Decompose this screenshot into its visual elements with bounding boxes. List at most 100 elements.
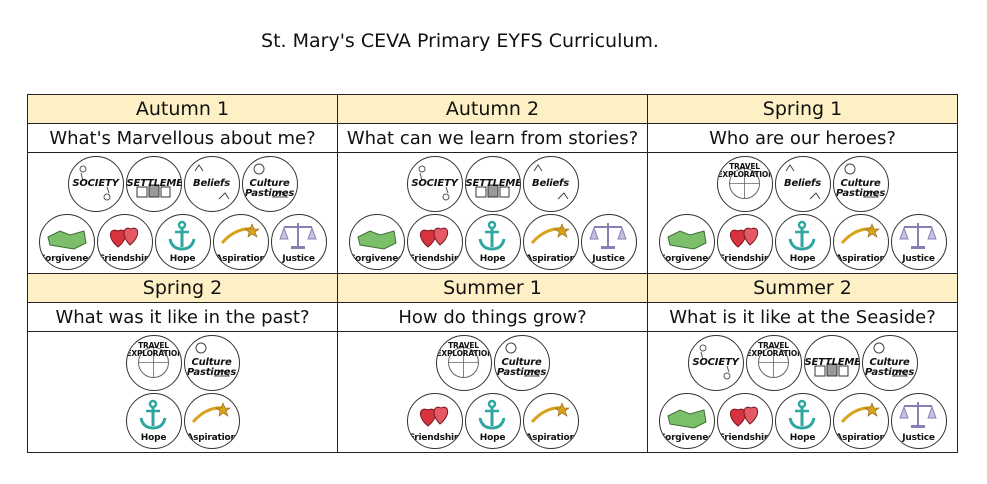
justice-label: Justice [282, 254, 315, 264]
friendship-icon: Friendship [96, 214, 153, 270]
friendship-label: Friendship [718, 433, 771, 443]
topic-row: What was it like in the past?How do thin… [27, 302, 958, 332]
forgiveness-icon: Forgiveness [348, 214, 405, 270]
justice-icon: Justice [890, 214, 947, 270]
hope-label: Hope [479, 433, 506, 443]
hope-icon: Hope [774, 393, 831, 449]
aspiration-label: Aspiration [186, 433, 237, 443]
hope-label: Hope [169, 254, 196, 264]
friendship-label: Friendship [408, 254, 461, 264]
aspiration-icon: Aspiration [183, 393, 240, 449]
aspiration-icon: Aspiration [212, 214, 269, 270]
friendship-label: Friendship [718, 254, 771, 264]
topic-question: What was it like in the past? [27, 302, 338, 332]
forgiveness-icon: Forgiveness [658, 393, 715, 449]
beliefs-icon: Beliefs [522, 156, 579, 212]
culture-icon: Culture Pastimes [493, 335, 550, 391]
aspiration-label: Aspiration [215, 254, 266, 264]
settlement-icon: SETTLEMENT [125, 156, 182, 212]
forgiveness-icon: Forgiveness [658, 214, 715, 270]
term-heading: Spring 2 [27, 273, 338, 303]
badge-row: SOCIETYSETTLEMENTBeliefs [406, 156, 579, 212]
topic-question: What's Marvellous about me? [27, 123, 338, 153]
term-heading: Autumn 1 [27, 94, 338, 124]
topic-row: What's Marvellous about me?What can we l… [27, 123, 958, 153]
culture-icon: Culture Pastimes [241, 156, 298, 212]
settlement-label: SETTLEMENT [126, 178, 181, 189]
icon-cell: SOCIETYSETTLEMENTBeliefsCulture Pastimes… [27, 152, 338, 274]
culture-label: Culture Pastimes [186, 357, 237, 378]
travel-label: TRAVEL EXPLORATION [436, 341, 492, 358]
beliefs-icon: Beliefs [774, 156, 831, 212]
friendship-label: Friendship [98, 254, 151, 264]
icon-cell: SOCIETYSETTLEMENTBeliefsForgivenessFrien… [337, 152, 648, 274]
icon-row: SOCIETYSETTLEMENTBeliefsCulture Pastimes… [27, 152, 958, 274]
forgiveness-label: Forgiveness [349, 254, 405, 264]
friendship-icon: Friendship [406, 393, 463, 449]
topic-question: What is it like at the Seaside? [647, 302, 958, 332]
culture-label: Culture Pastimes [864, 357, 915, 378]
forgiveness-icon: Forgiveness [38, 214, 95, 270]
culture-label: Culture Pastimes [496, 357, 547, 378]
justice-icon: Justice [270, 214, 327, 270]
travel-icon: TRAVEL EXPLORATION [125, 335, 182, 391]
term-heading: Autumn 2 [337, 94, 648, 124]
forgiveness-label: Forgiveness [39, 254, 95, 264]
aspiration-icon: Aspiration [522, 214, 579, 270]
culture-label: Culture Pastimes [244, 178, 295, 199]
justice-label: Justice [902, 254, 935, 264]
forgiveness-label: Forgiveness [659, 433, 715, 443]
hope-icon: Hope [154, 214, 211, 270]
topic-question: How do things grow? [337, 302, 648, 332]
travel-label: TRAVEL EXPLORATION [126, 341, 182, 358]
travel-icon: TRAVEL EXPLORATION [716, 156, 773, 212]
topic-question: What can we learn from stories? [337, 123, 648, 153]
justice-label: Justice [902, 433, 935, 443]
badge-row: SOCIETYSETTLEMENTBeliefsCulture Pastimes [67, 156, 298, 212]
friendship-label: Friendship [408, 433, 461, 443]
beliefs-label: Beliefs [532, 178, 569, 189]
topic-question: Who are our heroes? [647, 123, 958, 153]
settlement-label: SETTLEMENT [804, 357, 859, 368]
friendship-icon: Friendship [716, 214, 773, 270]
travel-label: TRAVEL EXPLORATION [717, 162, 773, 179]
page-title: St. Mary's CEVA Primary EYFS Curriculum. [261, 30, 659, 52]
beliefs-label: Beliefs [784, 178, 821, 189]
aspiration-icon: Aspiration [832, 393, 889, 449]
settlement-icon: SETTLEMENT [803, 335, 860, 391]
aspiration-label: Aspiration [525, 254, 576, 264]
society-icon: SOCIETY [687, 335, 744, 391]
hope-label: Hope [479, 254, 506, 264]
justice-icon: Justice [580, 214, 637, 270]
hope-icon: Hope [774, 214, 831, 270]
term-heading: Summer 2 [647, 273, 958, 303]
travel-icon: TRAVEL EXPLORATION [435, 335, 492, 391]
settlement-label: SETTLEMENT [465, 178, 520, 189]
culture-icon: Culture Pastimes [183, 335, 240, 391]
beliefs-icon: Beliefs [183, 156, 240, 212]
friendship-icon: Friendship [406, 214, 463, 270]
beliefs-label: Beliefs [193, 178, 230, 189]
hope-label: Hope [789, 254, 816, 264]
travel-icon: TRAVEL EXPLORATION [745, 335, 802, 391]
culture-icon: Culture Pastimes [861, 335, 918, 391]
hope-label: Hope [789, 433, 816, 443]
justice-icon: Justice [890, 393, 947, 449]
hope-icon: Hope [464, 214, 521, 270]
aspiration-label: Aspiration [835, 433, 886, 443]
